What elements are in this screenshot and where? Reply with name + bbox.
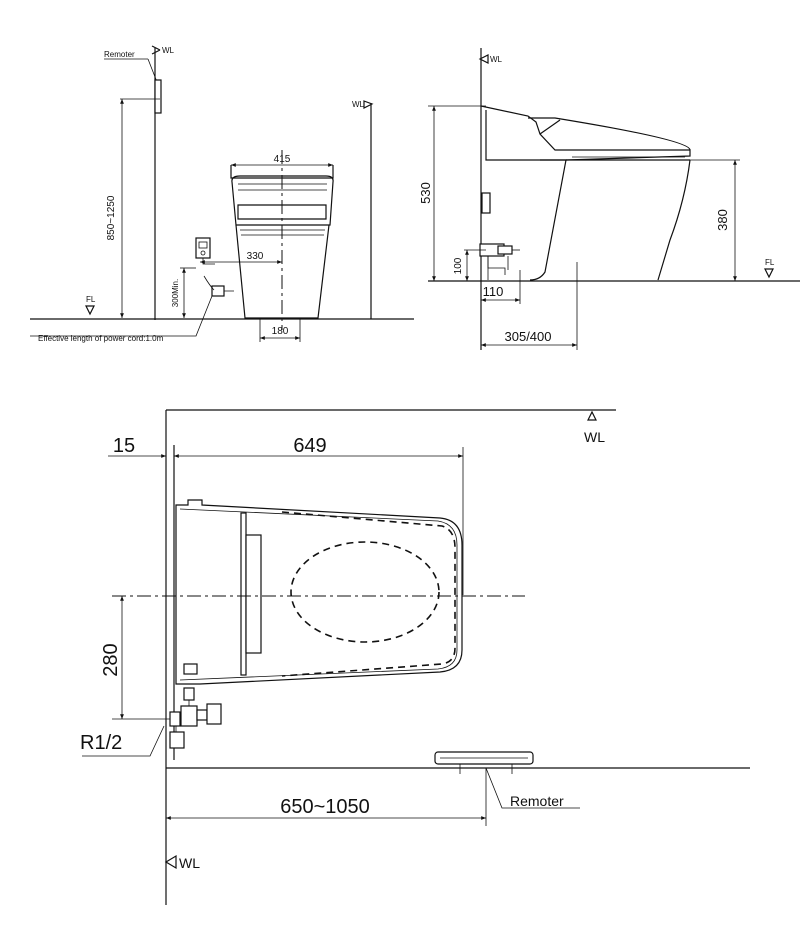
side-wl-marker: WL xyxy=(478,54,503,64)
plan-view: WL WL 15 649 280 xyxy=(80,409,750,905)
svg-text:WL: WL xyxy=(162,46,175,55)
svg-text:FL: FL xyxy=(765,258,775,267)
plan-seat-ellipse xyxy=(290,541,440,643)
svg-text:WL: WL xyxy=(584,429,605,445)
plan-remoter-leader xyxy=(485,767,580,809)
plan-toilet-outline xyxy=(175,499,463,685)
side-fl-marker: FL xyxy=(764,258,775,279)
plan-wl-top-marker: WL xyxy=(584,410,605,445)
plan-remoter-device xyxy=(434,751,534,774)
side-100-dim: 100 xyxy=(453,257,464,274)
front-fl-marker: FL xyxy=(85,295,96,316)
front-wl-top-marker: WL xyxy=(151,45,175,55)
front-view: WL Remoter 850~1250 FL WL xyxy=(30,45,414,343)
front-180-dim: 180 xyxy=(272,326,289,337)
plan-wl-bottom-marker: WL xyxy=(164,854,200,871)
svg-text:WL: WL xyxy=(490,55,503,64)
side-305-400-dim: 305/400 xyxy=(505,329,552,344)
plan-280-dim: 280 xyxy=(100,643,122,676)
svg-text:WL: WL xyxy=(352,100,365,109)
front-wl-right-marker: WL xyxy=(352,100,374,109)
front-cord-note: Effective length of power cord:1.0m xyxy=(38,334,164,343)
plan-tank-panel xyxy=(245,534,262,654)
plan-650-1050-dim: 650~1050 xyxy=(280,796,370,818)
front-remoter-device xyxy=(154,79,162,114)
front-300min-dim: 300Min. xyxy=(171,279,180,307)
side-380-dim: 380 xyxy=(715,209,730,231)
front-valve xyxy=(195,237,234,297)
side-total-height-dim: 530 xyxy=(418,182,433,204)
front-330-dim: 330 xyxy=(247,251,264,262)
side-110-dim: 110 xyxy=(483,284,504,299)
front-height-dim: 850~1250 xyxy=(106,195,117,240)
front-cord-leader xyxy=(30,295,213,337)
plan-valve-assembly xyxy=(169,687,222,749)
svg-text:WL: WL xyxy=(179,855,200,871)
side-toilet-body xyxy=(480,105,691,281)
front-remoter-label: Remoter xyxy=(104,50,135,59)
plan-pipe-leader xyxy=(82,725,165,757)
side-valve xyxy=(479,192,520,275)
plan-pipe-label: R1/2 xyxy=(80,732,122,754)
plan-649-dim: 649 xyxy=(293,435,326,457)
svg-text:FL: FL xyxy=(86,295,96,304)
plan-remoter-label: Remoter xyxy=(510,793,564,809)
plan-15-dim: 15 xyxy=(113,435,135,457)
side-view: WL FL 530 xyxy=(418,48,800,350)
